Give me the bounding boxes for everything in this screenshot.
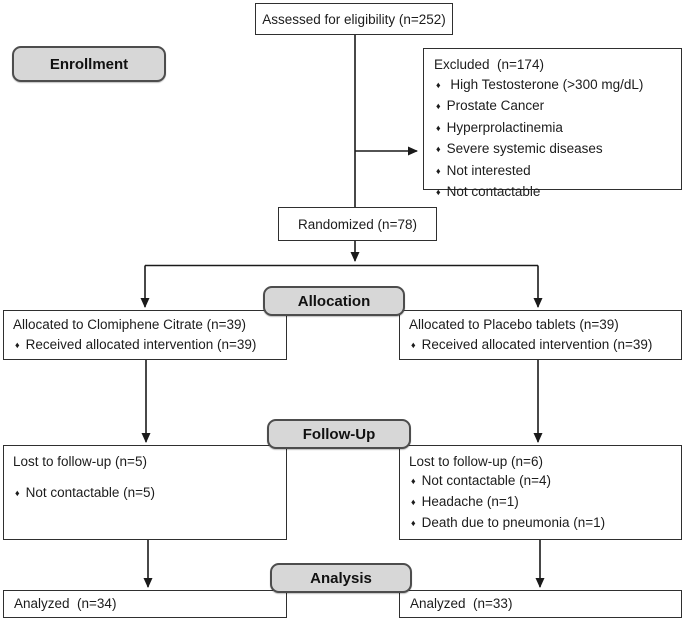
diamond-bullet-icon: ♦ <box>436 144 441 155</box>
allocation-placebo-title: Allocated to Placebo tablets (n=39) <box>409 317 619 332</box>
list-item: ♦ Headache (n=1) <box>409 492 672 513</box>
allocation-stage-label: Allocation <box>263 286 405 316</box>
excluded-title: Excluded (n=174) <box>434 57 544 72</box>
analysis-stage-label: Analysis <box>270 563 412 593</box>
diamond-bullet-icon: ♦ <box>436 187 441 198</box>
enrollment-stage-label: Enrollment <box>12 46 166 82</box>
list-item-text: Severe systemic diseases <box>446 141 603 157</box>
list-item-text: High Testosterone (>300 mg/dL) <box>446 77 644 92</box>
diamond-bullet-icon: ♦ <box>411 476 416 486</box>
list-item-text: Not contactable (n=4) <box>421 473 552 488</box>
diamond-bullet-icon: ♦ <box>436 165 441 176</box>
diamond-bullet-icon: ♦ <box>411 340 416 350</box>
list-item-text: Not contactable (n=5) <box>25 485 156 500</box>
list-item: ♦ Received allocated intervention (n=39) <box>409 335 672 356</box>
followup-left-box: Lost to follow-up (n=5) ♦ Not contactabl… <box>3 445 287 540</box>
followup-right-box: Lost to follow-up (n=6) ♦ Not contactabl… <box>399 445 682 540</box>
followup-right-title: Lost to follow-up (n=6) <box>409 454 543 469</box>
diamond-bullet-icon: ♦ <box>436 122 441 133</box>
list-item: ♦ Not interested <box>434 161 671 182</box>
randomized-box: Randomized (n=78) <box>278 207 437 241</box>
diamond-bullet-icon: ♦ <box>411 518 416 528</box>
list-item: ♦ Received allocated intervention (n=39) <box>13 335 277 356</box>
list-item-text: Prostate Cancer <box>446 98 545 114</box>
analyzed-right-text: Analyzed (n=33) <box>410 596 513 611</box>
diamond-bullet-icon: ♦ <box>436 80 441 90</box>
allocation-clomiphene-box: Allocated to Clomiphene Citrate (n=39) ♦… <box>3 310 287 360</box>
diamond-bullet-icon: ♦ <box>436 101 441 112</box>
list-item-text: Death due to pneumonia (n=1) <box>421 515 606 530</box>
diamond-bullet-icon: ♦ <box>411 497 416 507</box>
followup-left-title: Lost to follow-up (n=5) <box>13 454 147 469</box>
list-item: ♦ Death due to pneumonia (n=1) <box>409 513 672 534</box>
diamond-bullet-icon: ♦ <box>15 488 20 498</box>
analyzed-right-box: Analyzed (n=33) <box>399 590 682 618</box>
allocation-placebo-box: Allocated to Placebo tablets (n=39) ♦ Re… <box>399 310 682 360</box>
list-item: ♦ Severe systemic diseases <box>434 139 671 160</box>
list-item: ♦ Not contactable (n=5) <box>13 483 277 504</box>
assessed-text: Assessed for eligibility (n=252) <box>262 11 446 27</box>
list-item-text: Received allocated intervention (n=39) <box>421 337 653 352</box>
excluded-box: Excluded (n=174) ♦ High Testosterone (>3… <box>423 48 682 199</box>
list-item-text: Not interested <box>446 162 531 178</box>
analyzed-left-box: Analyzed (n=34) <box>3 590 287 618</box>
analyzed-left-text: Analyzed (n=34) <box>14 596 117 611</box>
list-item: ♦ Prostate Cancer <box>434 96 671 117</box>
list-item: ♦ Hyperprolactinemia <box>434 118 671 139</box>
list-item-text: Hyperprolactinemia <box>446 119 563 135</box>
list-item-text: Headache (n=1) <box>421 494 519 509</box>
diamond-bullet-icon: ♦ <box>15 340 20 350</box>
list-item: ♦ Not contactable <box>434 182 671 203</box>
list-item: ♦ Not contactable (n=4) <box>409 471 672 492</box>
list-item: ♦ High Testosterone (>300 mg/dL) <box>434 75 671 96</box>
randomized-text: Randomized (n=78) <box>298 216 417 232</box>
followup-stage-label: Follow-Up <box>267 419 411 449</box>
list-item-text: Not contactable <box>446 184 541 200</box>
list-item-text: Received allocated intervention (n=39) <box>25 337 257 352</box>
allocation-clomiphene-title: Allocated to Clomiphene Citrate (n=39) <box>13 317 247 332</box>
assessed-box: Assessed for eligibility (n=252) <box>255 3 453 35</box>
